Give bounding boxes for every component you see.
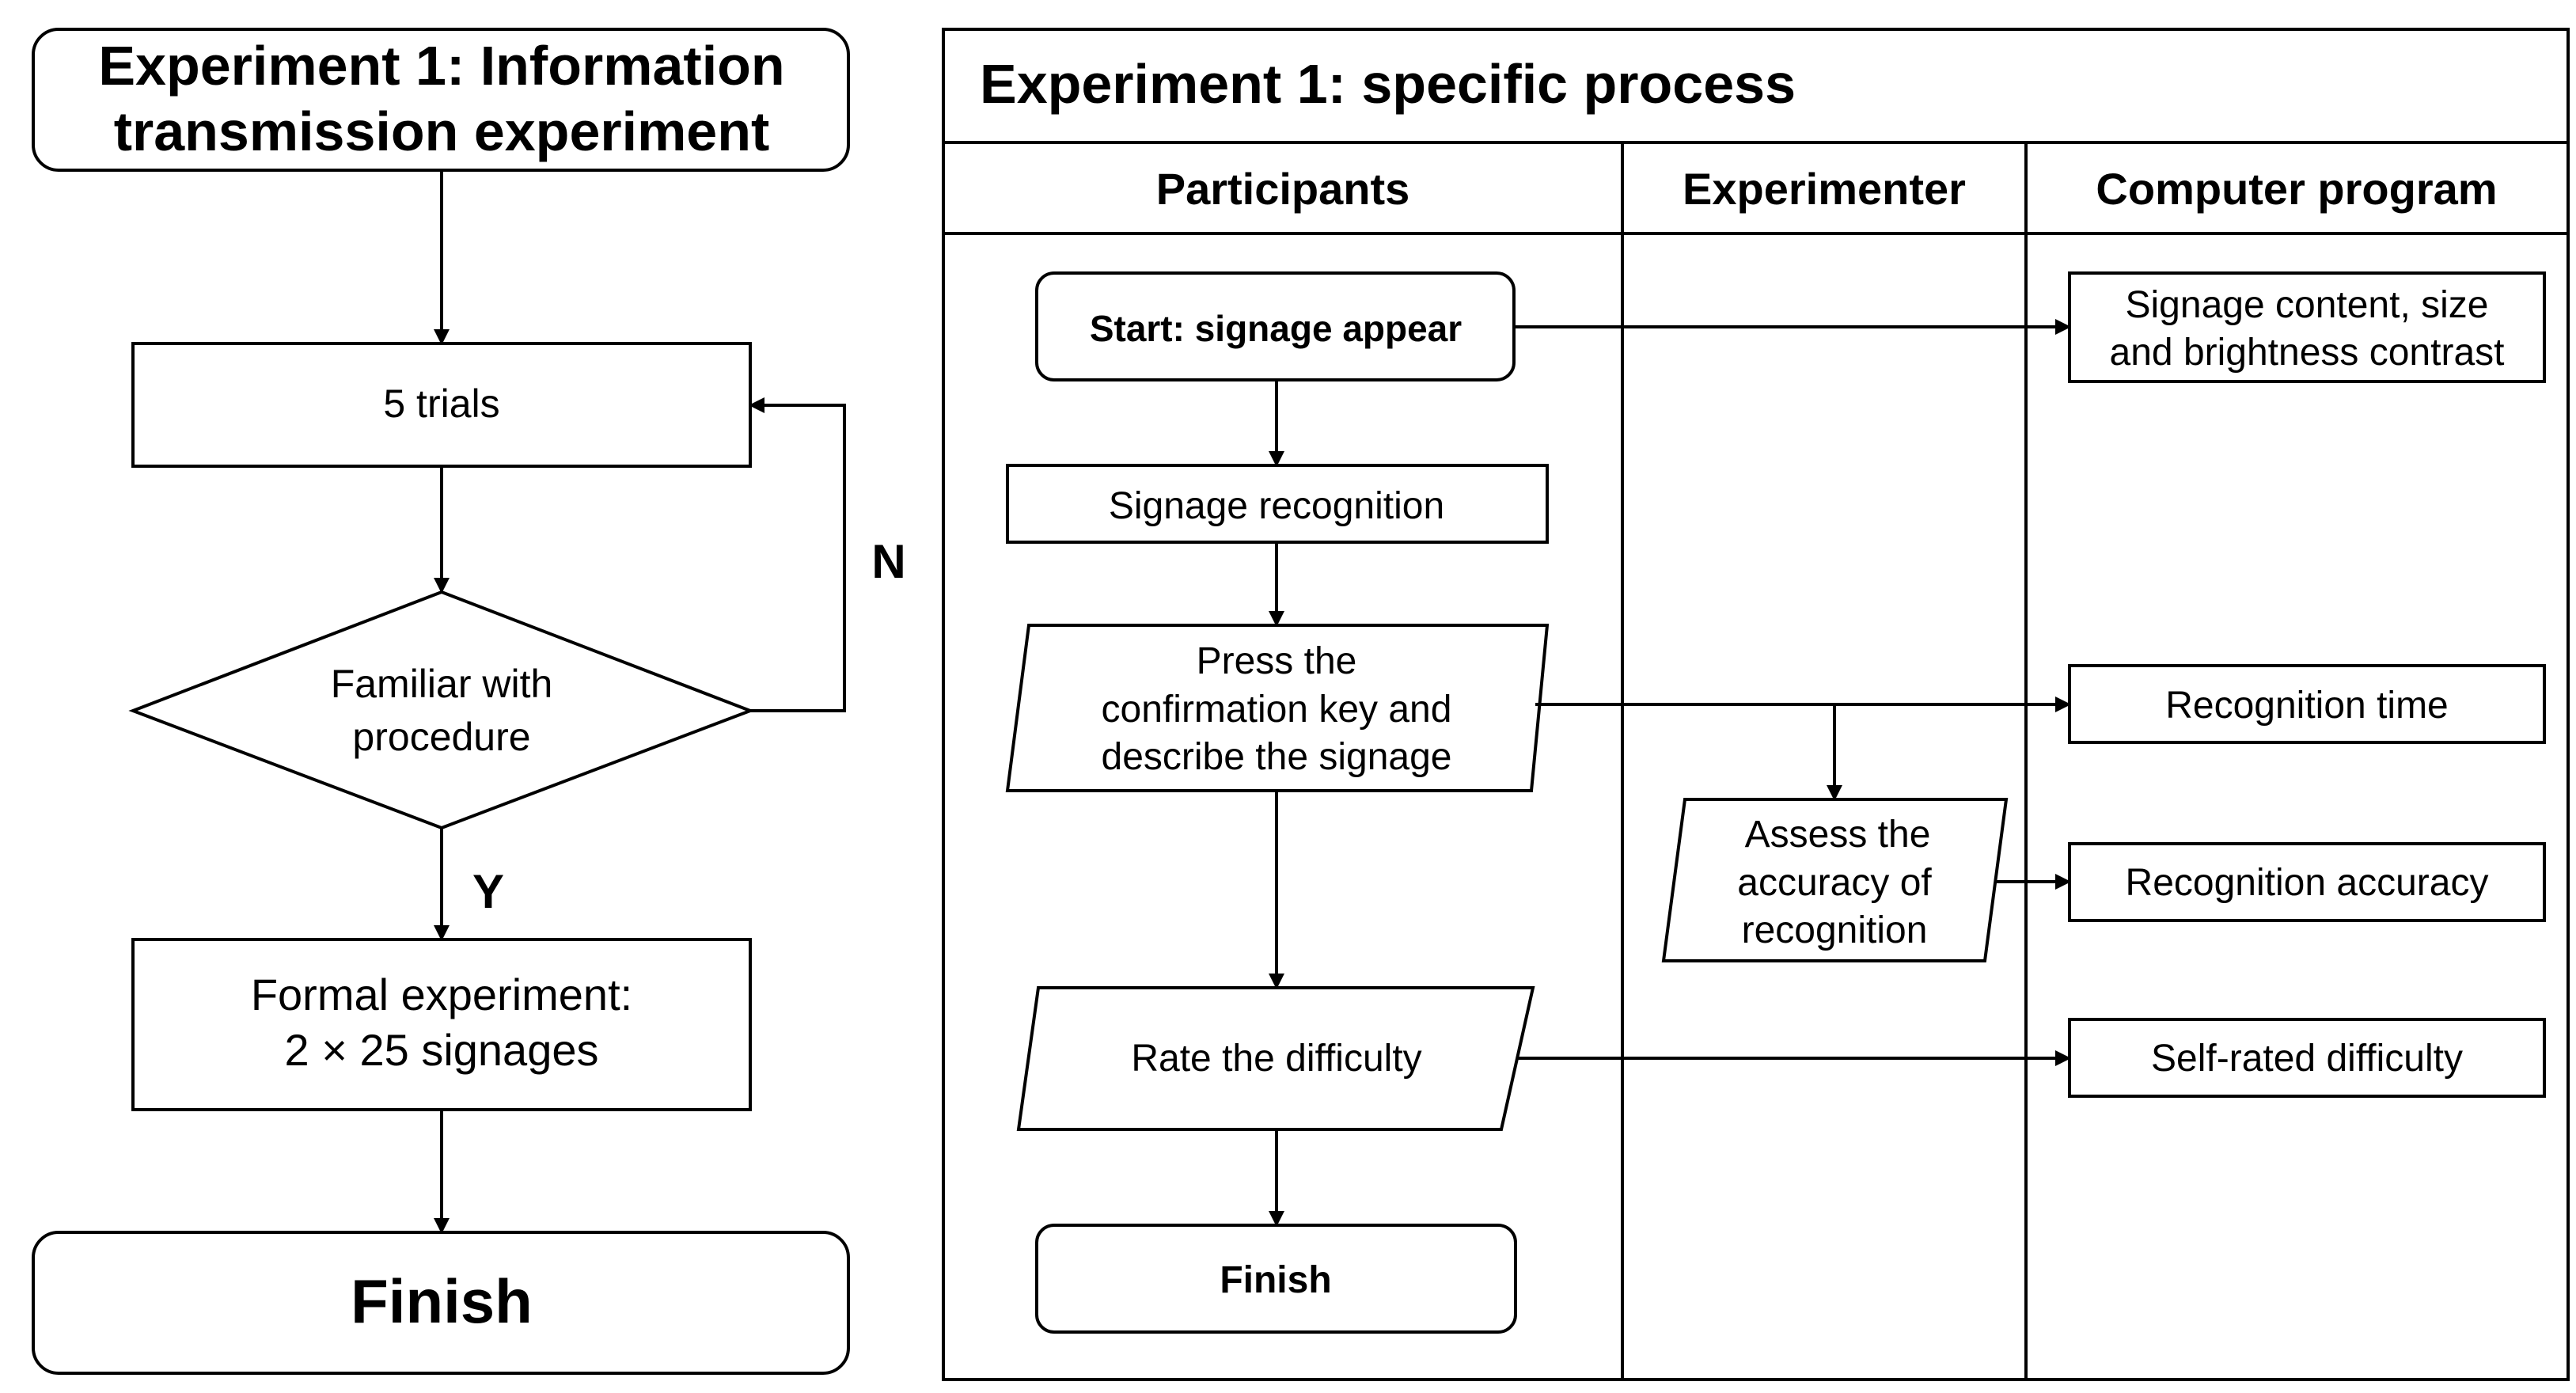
- start-label: Start: signage appear: [1090, 308, 1462, 349]
- formal-label-line2: 2 × 25 signages: [285, 1025, 599, 1075]
- decision-label-line1: Familiar with: [331, 662, 553, 706]
- press-label-line1: Press the: [1197, 640, 1357, 682]
- press-label-line2: confirmation key and: [1102, 689, 1452, 731]
- yes-label: Y: [472, 865, 504, 918]
- assess-label-line1: Assess the: [1745, 814, 1931, 856]
- lane-header-participants: Participants: [1156, 164, 1410, 214]
- output-difficulty-label: Self-rated difficulty: [2151, 1038, 2463, 1080]
- trials-label: 5 trials: [383, 381, 499, 426]
- rate-difficulty-parallelogram: [1016, 986, 1535, 1131]
- left-title-line2: transmission experiment: [114, 101, 770, 162]
- right-finish-label: Finish: [1220, 1259, 1331, 1301]
- formal-label-line1: Formal experiment:: [251, 970, 632, 1019]
- output-signage-line1: Signage content, size: [2126, 284, 2489, 326]
- output-accuracy-label: Recognition accuracy: [2126, 862, 2489, 904]
- recognition-label: Signage recognition: [1109, 485, 1444, 527]
- lane-header-computer: Computer program: [2096, 164, 2497, 214]
- familiar-decision-diamond: [128, 590, 755, 830]
- assess-label-line3: recognition: [1742, 909, 1928, 951]
- left-finish-label: Finish: [351, 1266, 533, 1336]
- decision-label-line2: procedure: [352, 715, 530, 759]
- output-signage-line2: and brightness contrast: [2110, 332, 2505, 374]
- arrow-no-loop: [749, 397, 846, 712]
- output-time-label: Recognition time: [2165, 685, 2449, 727]
- lane-header-experimenter: Experimenter: [1683, 164, 1966, 214]
- no-label: N: [871, 535, 905, 588]
- process-title: Experiment 1: specific process: [980, 53, 1796, 115]
- left-title-line1: Experiment 1: Information: [98, 35, 784, 97]
- assess-label-line2: accuracy of: [1737, 862, 1932, 904]
- rate-label: Rate the difficulty: [1131, 1038, 1421, 1080]
- assess-accuracy-parallelogram: [1661, 798, 2009, 962]
- press-label-line3: describe the signage: [1102, 736, 1452, 778]
- process-frame: [942, 28, 2570, 1381]
- press-key-parallelogram: [1005, 624, 1550, 792]
